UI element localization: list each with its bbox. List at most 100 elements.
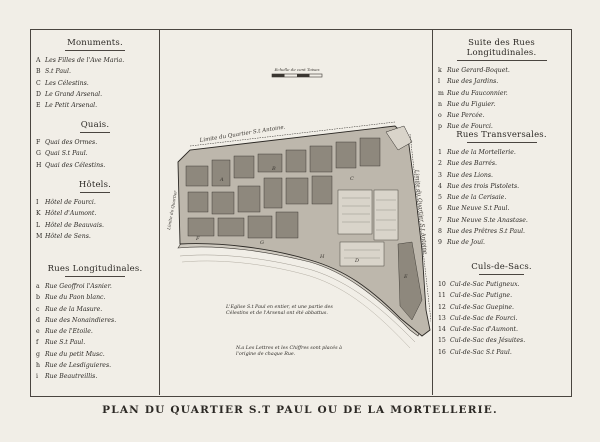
legend-label: Rue du Figuier. (447, 100, 496, 108)
gardens (337, 189, 399, 267)
legend-label: Hôtel de Beauvais. (45, 221, 104, 229)
legend-label: Quai des Ormes. (45, 139, 98, 146)
scale-label: Echelle de cent Toises (273, 67, 319, 72)
legend-key: 8 (438, 228, 442, 236)
legend-key: L (36, 221, 41, 229)
heading-rule (80, 132, 110, 133)
legend-key: h (36, 362, 40, 370)
legend-label: Le Petit Arsenal. (45, 102, 98, 110)
legend-label: Rue de la Cerisaie. (447, 194, 507, 202)
scale-bar: Echelle de cent Toises (271, 67, 323, 78)
legend-key: 11 (438, 292, 446, 300)
legend-key: 1 (438, 149, 442, 156)
legend-item: h Rue de Lesdiguieres. (36, 360, 159, 371)
legend-label: Hôtel de Fourci. (45, 199, 96, 206)
legend-key: 12 (438, 303, 446, 311)
legend-label: Cul-de-Sac Guepine. (450, 303, 515, 311)
quais-heading: Quais. (80, 120, 110, 130)
legend-key: n (438, 100, 442, 108)
legend-label: Rue Gerard-Boquet. (447, 67, 510, 74)
legend-label: Rue du Fauconnier. (447, 89, 508, 97)
legend-label: Hôtel d'Aumont. (45, 210, 97, 218)
suite-heading: Suite des Rues Longitudinales. (466, 38, 537, 58)
map-letter-f: F (195, 236, 200, 242)
legend-label: Rue de Jouï. (447, 239, 485, 247)
legend-label: Rue de Lesdiguieres. (45, 362, 112, 370)
legend-key: H (36, 161, 42, 169)
plate-title: PLAN DU QUARTIER S.T PAUL OU DE LA MORTE… (102, 404, 498, 416)
legend-key: I (36, 199, 39, 206)
legend-label: Rue du petit Musc. (45, 350, 105, 358)
map-letter-g: G (260, 240, 264, 246)
map-letter-h: H (319, 254, 325, 260)
legend-key: b (36, 294, 40, 302)
legend-key: p (438, 123, 442, 131)
legend-label: Rue des Lions. (447, 171, 493, 179)
legend-label: Quai S.t Paul. (45, 150, 88, 158)
legend-item: E Le Petit Arsenal. (36, 100, 159, 111)
map-letter-d: D (354, 258, 359, 264)
plate-frame (30, 29, 572, 397)
heading-rule (466, 142, 537, 143)
map-letters: A B C D E F G H (195, 166, 408, 280)
map-letter-b: B (271, 166, 276, 172)
legend-key: f (36, 339, 39, 347)
legend-key: 4 (438, 182, 442, 190)
legend-label: S.t Paul. (45, 68, 71, 76)
legend-label: Cul-de-Sac S.t Paul. (450, 348, 512, 356)
map-letter-e: E (403, 274, 408, 280)
legend-label: Rue Neuve S.te Anastase. (447, 216, 528, 224)
legend-label: Les Célestins. (45, 79, 89, 87)
bastion (385, 125, 413, 151)
map-note-demolition: L'Eglise S.t Paul en entier, et une part… (226, 305, 333, 316)
legend-key: 14 (438, 326, 446, 334)
legend-key: 5 (438, 194, 442, 202)
legend-key: C (36, 79, 41, 87)
legend-item: 5 Rue de la Cerisaie. (438, 192, 570, 203)
legend-item: 3 Rue des Lions. (438, 170, 570, 181)
monuments-heading: Monuments. (67, 38, 123, 48)
legend-key: 15 (438, 337, 446, 345)
legend-key: B (36, 68, 41, 76)
legend-key: 10 (438, 281, 446, 288)
legend-key: c (36, 305, 40, 313)
legend-item: n Rue du Figuier. (438, 99, 570, 110)
legend-label: Rue des Prêtres S.t Paul. (447, 228, 526, 236)
legend-label: Rue du Paon blanc. (45, 294, 106, 302)
legend-key: i (36, 373, 38, 381)
legend-label: Cul-de-Sac Putigneux. (450, 281, 520, 288)
legend-key: E (36, 102, 41, 110)
legend-label: Rue de la Mortellerie. (447, 149, 516, 156)
legend-key: 3 (438, 171, 442, 179)
legend-key: d (36, 316, 40, 324)
legend-key: m (438, 89, 444, 97)
legend-key: 16 (438, 348, 446, 356)
heading-rule (80, 192, 110, 193)
river-hatch (181, 260, 411, 349)
